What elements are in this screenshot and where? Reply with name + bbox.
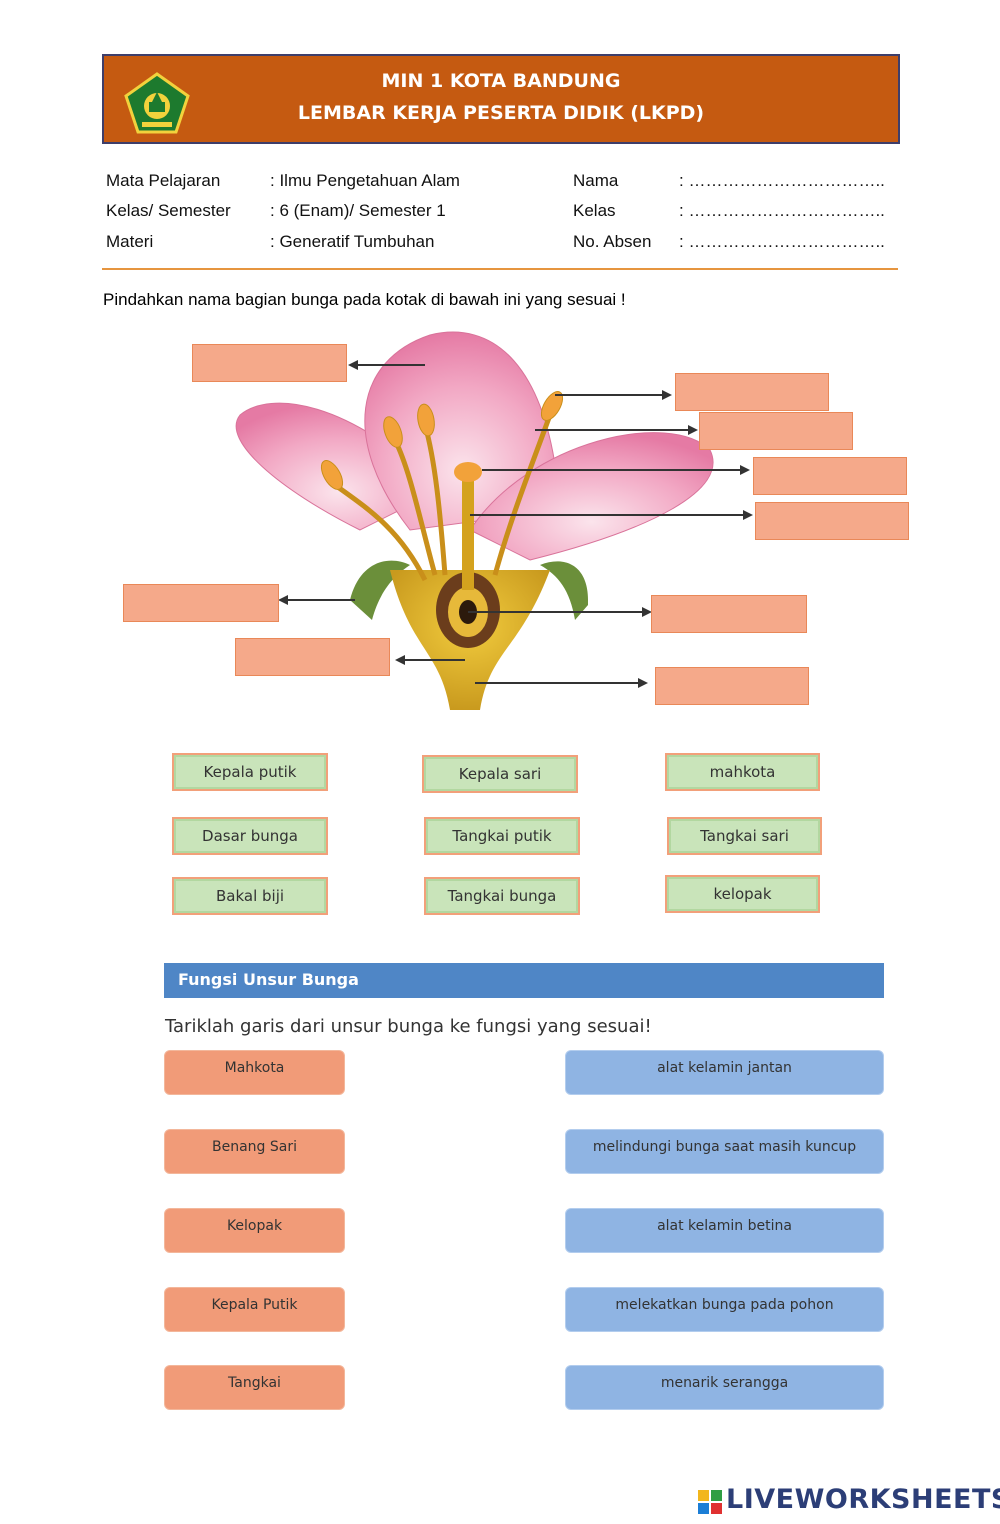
school-name: MIN 1 KOTA BANDUNG <box>381 70 621 92</box>
absen-field: : …………………………….. <box>679 232 885 251</box>
option-tile[interactable]: mahkota <box>665 753 820 791</box>
match-left-item[interactable]: Benang Sari <box>164 1129 345 1174</box>
instruction-text: Pindahkan nama bagian bunga pada kotak d… <box>103 290 626 309</box>
drop-box-tangkai-putik-target[interactable] <box>755 502 909 540</box>
match-left-item[interactable]: Kelopak <box>164 1208 345 1253</box>
drop-box-dasar-bunga-target[interactable] <box>235 638 390 676</box>
info-label: Kelas <box>573 201 616 220</box>
liveworksheets-logo-icon <box>698 1490 722 1514</box>
info-label: Kelas/ Semester <box>106 201 231 220</box>
drop-box-bakal-biji-target[interactable] <box>651 595 807 633</box>
drop-box-kelopak-target[interactable] <box>123 584 279 622</box>
info-value: : Generatif Tumbuhan <box>270 232 435 251</box>
kemenag-logo-icon <box>124 72 190 134</box>
drop-box-kepala-putik-target[interactable] <box>753 457 907 495</box>
option-tile[interactable]: Tangkai sari <box>667 817 822 855</box>
option-tile[interactable]: Tangkai bunga <box>424 877 580 915</box>
flower-diagram <box>235 331 753 710</box>
match-right-item[interactable]: melindungi bunga saat masih kuncup <box>565 1129 884 1174</box>
liveworksheets-brand: LIVEWORKSHEETS <box>726 1484 1000 1515</box>
info-value: : Ilmu Pengetahuan Alam <box>270 171 460 190</box>
drop-box-mahkota-target[interactable] <box>192 344 347 382</box>
section-title: Fungsi Unsur Bunga <box>178 970 359 989</box>
option-tile[interactable]: kelopak <box>665 875 820 913</box>
class-field: : …………………………….. <box>679 201 885 220</box>
option-tile[interactable]: Kepala sari <box>422 755 578 793</box>
section-header-bar: Fungsi Unsur Bunga <box>164 963 884 998</box>
name-field: : …………………………….. <box>679 171 885 190</box>
option-tile[interactable]: Dasar bunga <box>172 817 328 855</box>
match-right-item[interactable]: melekatkan bunga pada pohon <box>565 1287 884 1332</box>
info-value: : 6 (Enam)/ Semester 1 <box>270 201 446 220</box>
match-right-item[interactable]: alat kelamin jantan <box>565 1050 884 1095</box>
info-label: No. Absen <box>573 232 652 251</box>
match-right-item[interactable]: menarik serangga <box>565 1365 884 1410</box>
option-tile[interactable]: Bakal biji <box>172 877 328 915</box>
divider <box>102 268 898 270</box>
match-left-item[interactable]: Kepala Putik <box>164 1287 345 1332</box>
drop-box-tangkai-bunga-target[interactable] <box>655 667 809 705</box>
option-tile[interactable]: Kepala putik <box>172 753 328 791</box>
header-banner: MIN 1 KOTA BANDUNG LEMBAR KERJA PESERTA … <box>102 54 900 144</box>
option-tile[interactable]: Tangkai putik <box>424 817 580 855</box>
match-left-item[interactable]: Tangkai <box>164 1365 345 1410</box>
info-label: Materi <box>106 232 154 251</box>
drop-box-kepala-sari-target[interactable] <box>675 373 829 411</box>
info-label: Mata Pelajaran <box>106 171 221 190</box>
info-label: Nama <box>573 171 619 190</box>
match-right-item[interactable]: alat kelamin betina <box>565 1208 884 1253</box>
match-left-item[interactable]: Mahkota <box>164 1050 345 1095</box>
instruction-text: Tariklah garis dari unsur bunga ke fungs… <box>165 1016 652 1037</box>
drop-box-tangkai-sari-target[interactable] <box>699 412 853 450</box>
worksheet-title: LEMBAR KERJA PESERTA DIDIK (LKPD) <box>297 102 705 124</box>
